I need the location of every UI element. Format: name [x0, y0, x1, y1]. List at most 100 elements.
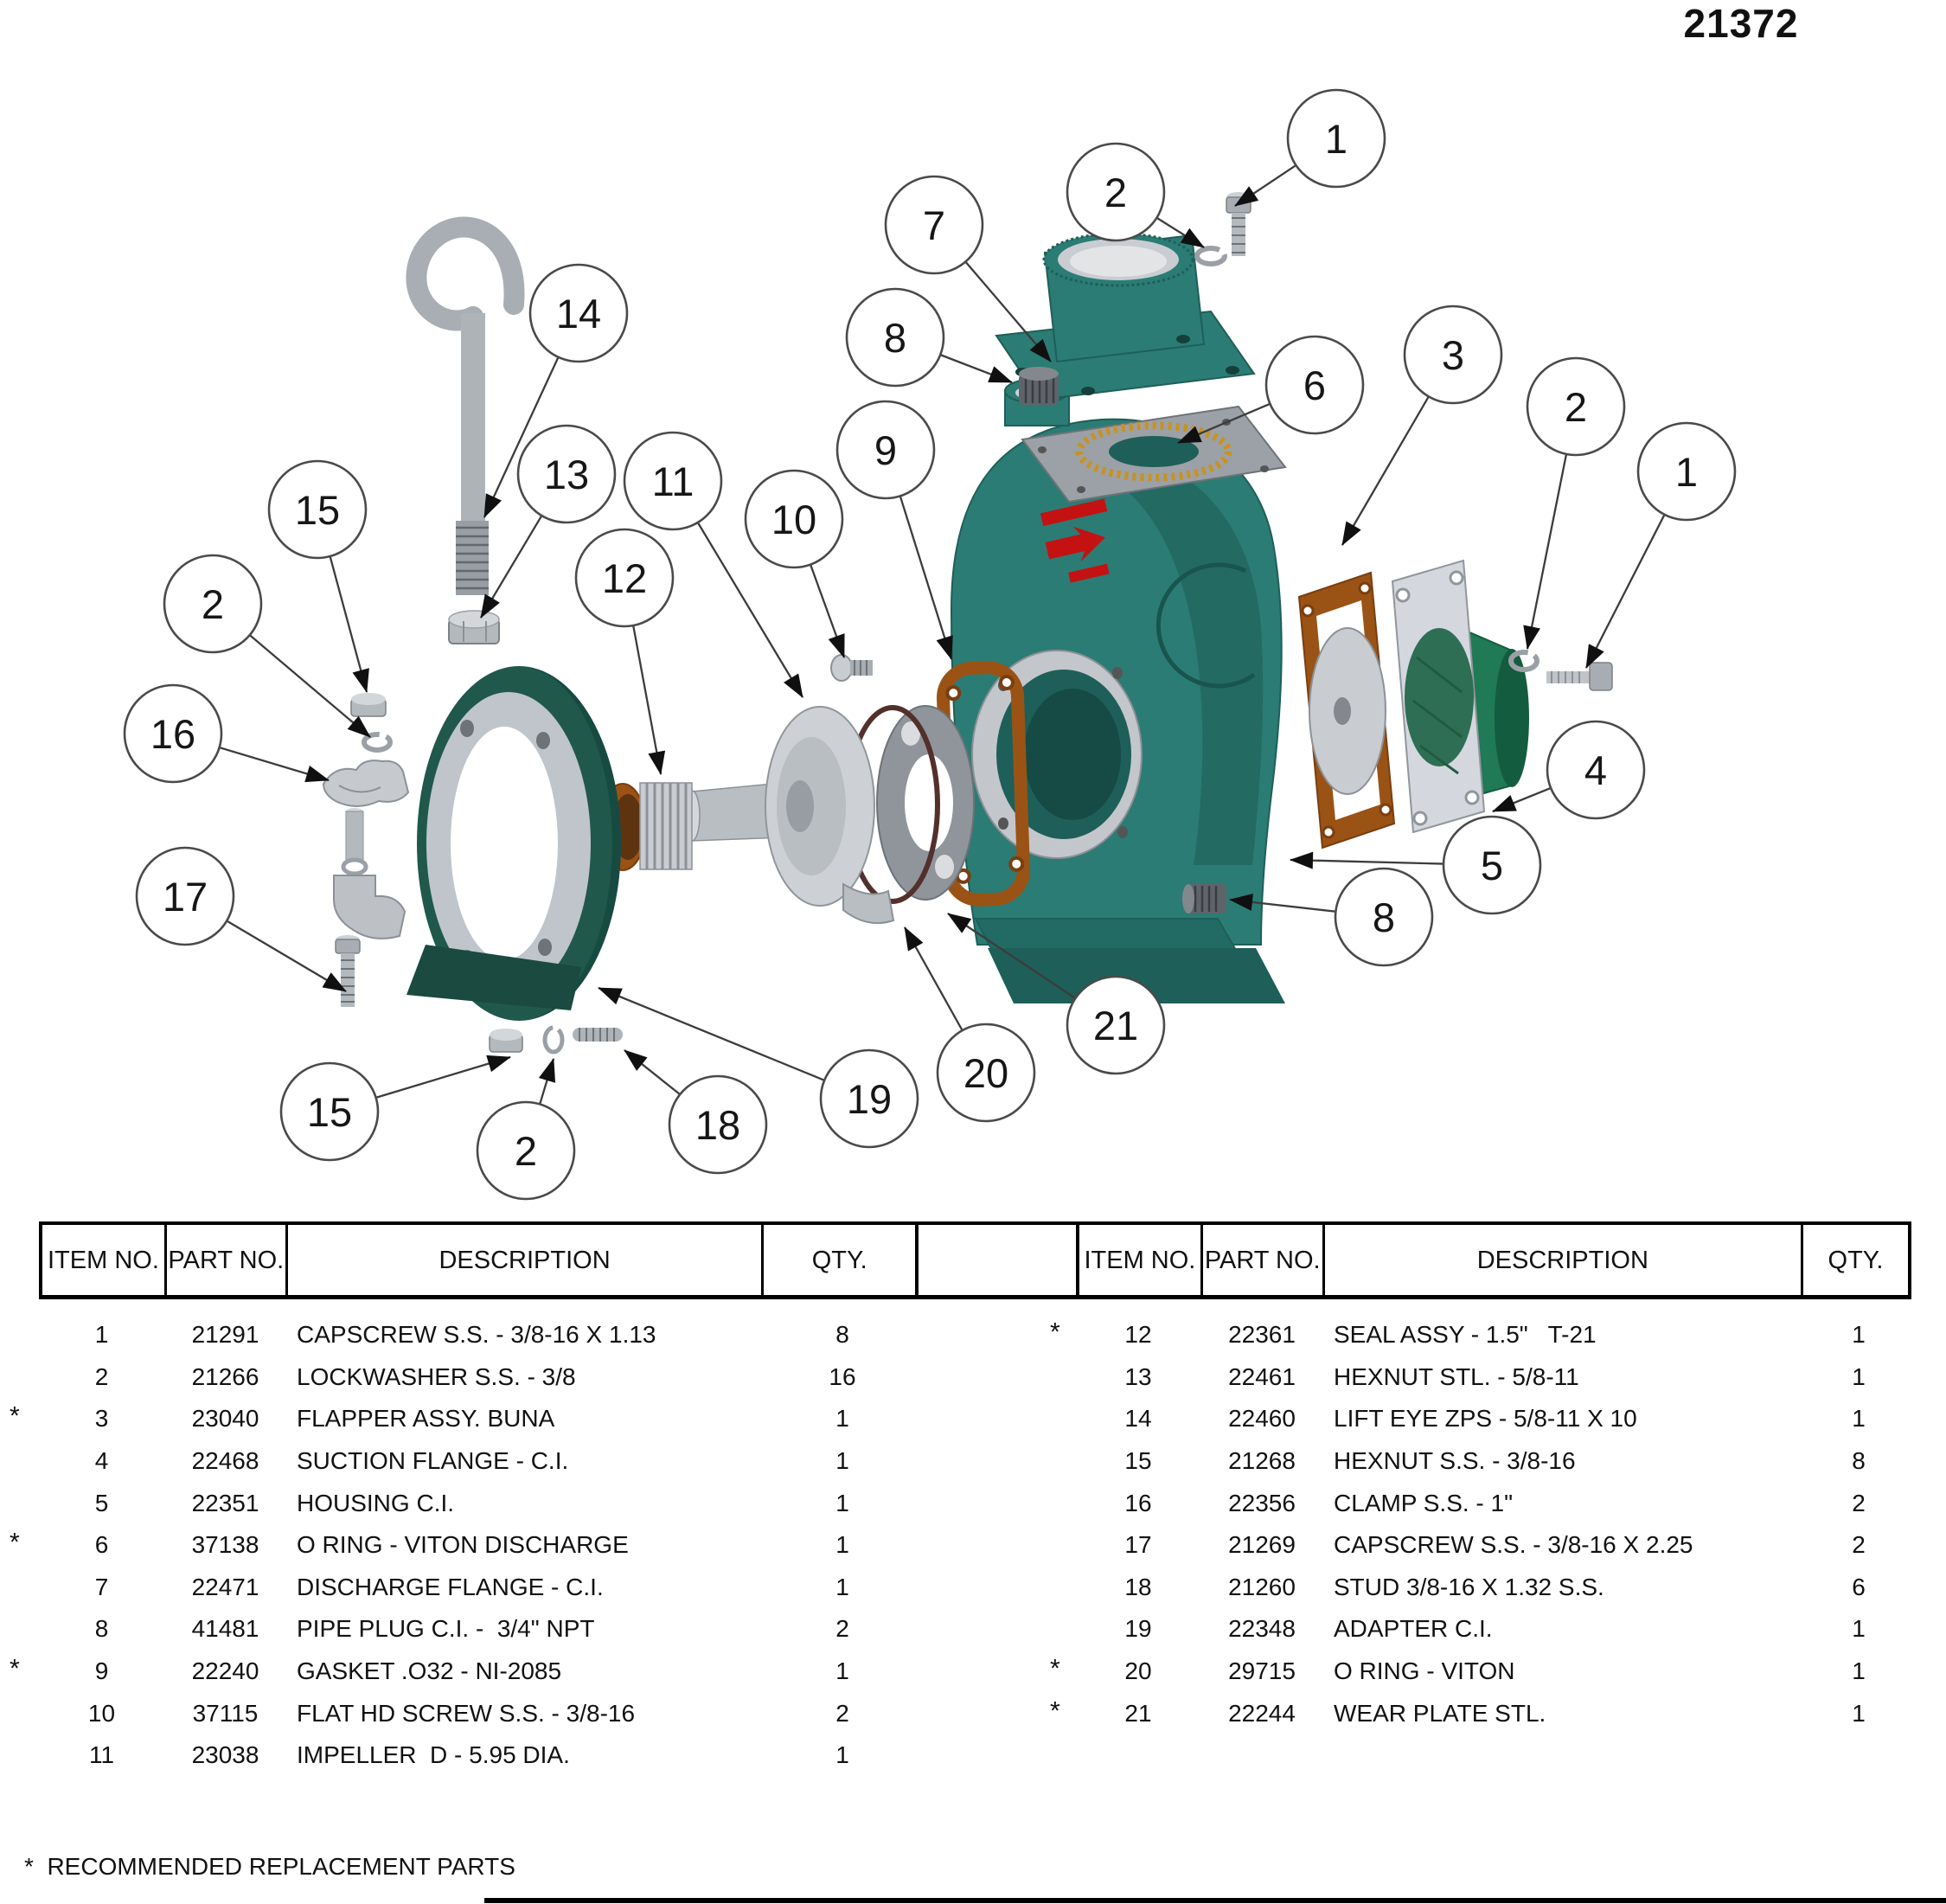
- column-header-description: DESCRIPTION: [288, 1225, 765, 1296]
- lockwasher-bottom-part: [542, 1025, 565, 1055]
- cell-item: 11: [88, 1741, 115, 1769]
- svg-text:2: 2: [202, 581, 224, 627]
- callout-balloon-2-22: 2: [476, 1100, 576, 1201]
- svg-text:21: 21: [1093, 1003, 1138, 1048]
- svg-text:5: 5: [1481, 843, 1503, 888]
- cell-item: 17: [1124, 1531, 1152, 1559]
- svg-text:20: 20: [963, 1050, 1008, 1096]
- cell-qty: 2: [835, 1699, 849, 1727]
- cell-qty: 1: [835, 1573, 849, 1600]
- cell-part: 22240: [191, 1657, 259, 1685]
- leader-line-1-17: [1584, 514, 1666, 669]
- cell-part: 21269: [1228, 1531, 1296, 1559]
- callout-balloon-8-20: 8: [1334, 867, 1434, 967]
- cell-desc: O RING - VITON: [1334, 1657, 1515, 1685]
- svg-text:1: 1: [1675, 449, 1698, 495]
- svg-text:2: 2: [1565, 384, 1587, 430]
- column-header-qty: QTY.: [811, 1246, 867, 1274]
- cell-qty: 1: [835, 1489, 849, 1516]
- leader-line-15-10: [329, 555, 369, 693]
- cell-qty: 8: [835, 1321, 849, 1349]
- leader-line-14-4: [483, 356, 560, 518]
- clamp-bolt-elbow-part: [333, 808, 406, 939]
- replacement-part-star: *: [10, 1654, 20, 1683]
- column-header-itemno: ITEM NO.: [1079, 1225, 1203, 1296]
- leader-line-20-25: [903, 926, 963, 1031]
- cell-item: 1: [94, 1321, 109, 1349]
- callout-balloon-9-8: 9: [835, 400, 936, 500]
- flapper-assembly-part: [1297, 571, 1396, 849]
- leader-line-19-24: [598, 986, 825, 1081]
- cell-desc: DISCHARGE FLANGE - C.I.: [297, 1573, 604, 1600]
- callout-balloon-20-25: 20: [936, 1023, 1036, 1123]
- cell-desc: SEAL ASSY - 1.5" T-21: [1334, 1321, 1597, 1349]
- replacement-part-star: *: [1050, 1654, 1060, 1683]
- cell-part: 22361: [1228, 1321, 1296, 1349]
- callout-balloon-19-24: 19: [819, 1048, 919, 1149]
- callout-balloon-14-4: 14: [528, 263, 629, 363]
- replacement-parts-footnote: * RECOMMENDED REPLACEMENT PARTS: [24, 1853, 515, 1880]
- svg-text:7: 7: [923, 202, 945, 248]
- cell-qty: 2: [835, 1615, 849, 1643]
- lockwasher-right-part: [1508, 650, 1540, 672]
- suction-flange-part: [1391, 559, 1529, 834]
- leader-lines: [219, 164, 1666, 1105]
- callout-balloon-1-0: 1: [1286, 88, 1386, 189]
- leader-line-5-19: [1290, 851, 1444, 869]
- callout-balloon-1-17: 1: [1636, 421, 1737, 522]
- cell-item: 18: [1124, 1573, 1152, 1600]
- svg-text:8: 8: [1373, 894, 1395, 940]
- cell-item: 20: [1124, 1657, 1152, 1685]
- cell-desc: WEAR PLATE STL.: [1334, 1699, 1546, 1727]
- cell-desc: PIPE PLUG C.I. - 3/4" NPT: [297, 1615, 595, 1643]
- cell-desc: FLAPPER ASSY. BUNA: [297, 1405, 555, 1433]
- svg-text:15: 15: [307, 1089, 352, 1135]
- cell-qty: 2: [1852, 1531, 1866, 1559]
- cell-desc: ADAPTER C.I.: [1334, 1615, 1493, 1643]
- column-header-partno: PART NO.: [1203, 1225, 1325, 1296]
- cell-desc: FLAT HD SCREW S.S. - 3/8-16: [297, 1699, 636, 1727]
- cell-item: 16: [1124, 1489, 1152, 1516]
- cell-item: 19: [1124, 1615, 1152, 1643]
- leader-line-18-23: [624, 1049, 681, 1096]
- cell-qty: 1: [1852, 1321, 1866, 1349]
- svg-text:13: 13: [544, 452, 589, 497]
- cell-item: 3: [94, 1405, 109, 1433]
- cell-qty: 6: [1852, 1573, 1866, 1600]
- cell-qty: 1: [835, 1741, 849, 1769]
- stud-part: [573, 1028, 623, 1042]
- cell-part: 22244: [1228, 1699, 1296, 1727]
- cell-desc: O RING - VITON DISCHARGE: [297, 1531, 629, 1559]
- svg-text:8: 8: [884, 315, 906, 361]
- wear-plate-part: [876, 705, 975, 901]
- cell-item: 2: [94, 1362, 109, 1390]
- cell-part: 22348: [1228, 1615, 1296, 1643]
- leader-line-10-7: [810, 564, 846, 658]
- cell-qty: 8: [1852, 1447, 1866, 1475]
- cell-item: 15: [1124, 1447, 1152, 1475]
- leader-line-21-26: [947, 913, 1077, 999]
- cell-desc: IMPELLER D - 5.95 DIA.: [297, 1741, 570, 1769]
- leader-line-8-20: [1229, 893, 1336, 913]
- svg-text:11: 11: [652, 458, 695, 504]
- impeller-part: [683, 706, 895, 925]
- callout-balloon-18-23: 18: [668, 1074, 768, 1175]
- clamp-part: [322, 760, 410, 807]
- lockwasher-left-part: [362, 732, 393, 753]
- replacement-part-star: *: [1050, 1696, 1060, 1725]
